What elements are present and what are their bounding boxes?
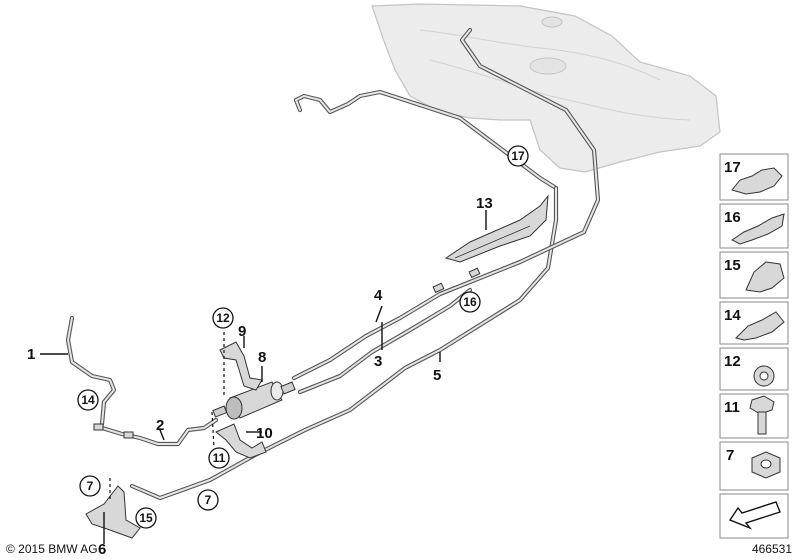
circled-callout-14: 14 <box>77 389 99 411</box>
callout-2: 2 <box>156 417 164 434</box>
circled-callout-7b: 7 <box>197 489 219 511</box>
svg-text:11: 11 <box>213 451 226 465</box>
circled-callouts: 7 7 11 12 14 15 16 17 <box>77 145 529 529</box>
pipe-clip-icon <box>731 167 783 195</box>
svg-text:17: 17 <box>511 149 525 163</box>
svg-text:12: 12 <box>724 353 741 370</box>
pipe-clips <box>93 267 481 439</box>
pipe-holder <box>444 194 549 263</box>
svg-text:15: 15 <box>724 257 741 274</box>
parts-box-17: 17 <box>719 153 789 201</box>
callout-5: 5 <box>433 367 441 384</box>
parts-box-16: 16 <box>719 203 789 249</box>
fuel-filter <box>212 381 296 420</box>
callout-1: 1 <box>27 346 35 363</box>
document-number: 466531 <box>751 542 792 556</box>
parts-box-14: 14 <box>719 301 789 345</box>
svg-text:7: 7 <box>205 493 212 507</box>
circled-callout-16: 16 <box>459 291 481 313</box>
circled-callout-17: 17 <box>507 145 529 167</box>
svg-text:12: 12 <box>216 311 230 325</box>
callout-labels: 1 2 3 4 5 6 8 9 10 13 <box>27 195 493 558</box>
fuel-tank <box>371 3 721 173</box>
pipe-clip-icon <box>731 213 785 245</box>
parts-box-7: 7 <box>719 441 789 491</box>
callout-13: 13 <box>476 195 493 212</box>
parts-box-12: 12 <box>719 347 789 391</box>
parts-column: 17 16 15 14 12 11 <box>719 153 789 539</box>
svg-text:17: 17 <box>724 159 741 176</box>
circled-callout-12: 12 <box>212 307 234 329</box>
svg-text:14: 14 <box>724 307 741 324</box>
svg-text:11: 11 <box>724 399 740 416</box>
direction-arrow-icon <box>728 501 781 530</box>
filter-bracket-upper <box>219 341 263 391</box>
parts-box-15: 15 <box>719 251 789 299</box>
callout-6: 6 <box>98 541 106 558</box>
parts-box-11: 11 <box>719 393 789 439</box>
svg-text:15: 15 <box>139 511 153 525</box>
circled-callout-11: 11 <box>208 447 230 469</box>
callout-8: 8 <box>258 349 266 366</box>
svg-text:16: 16 <box>463 295 477 309</box>
circled-callout-15: 15 <box>135 507 157 529</box>
copyright-text: © 2015 BMW AG <box>6 542 98 556</box>
callout-3: 3 <box>374 353 382 370</box>
svg-text:14: 14 <box>81 393 95 407</box>
hex-nut-icon <box>751 451 781 479</box>
pipe-clip-icon <box>735 311 785 341</box>
hex-bolt-icon <box>749 395 775 435</box>
callout-10: 10 <box>256 425 273 442</box>
pipe-clip-icon <box>745 261 785 293</box>
mounting-bracket <box>85 485 141 539</box>
svg-text:7: 7 <box>87 479 94 493</box>
parts-box-arrow <box>719 493 789 539</box>
svg-text:7: 7 <box>726 447 734 464</box>
filter-bracket-lower <box>215 423 267 459</box>
circled-callout-7a: 7 <box>79 475 101 497</box>
callout-4: 4 <box>374 287 383 304</box>
callout-9: 9 <box>238 323 246 340</box>
leader-lines <box>40 210 487 544</box>
svg-text:16: 16 <box>724 209 741 226</box>
